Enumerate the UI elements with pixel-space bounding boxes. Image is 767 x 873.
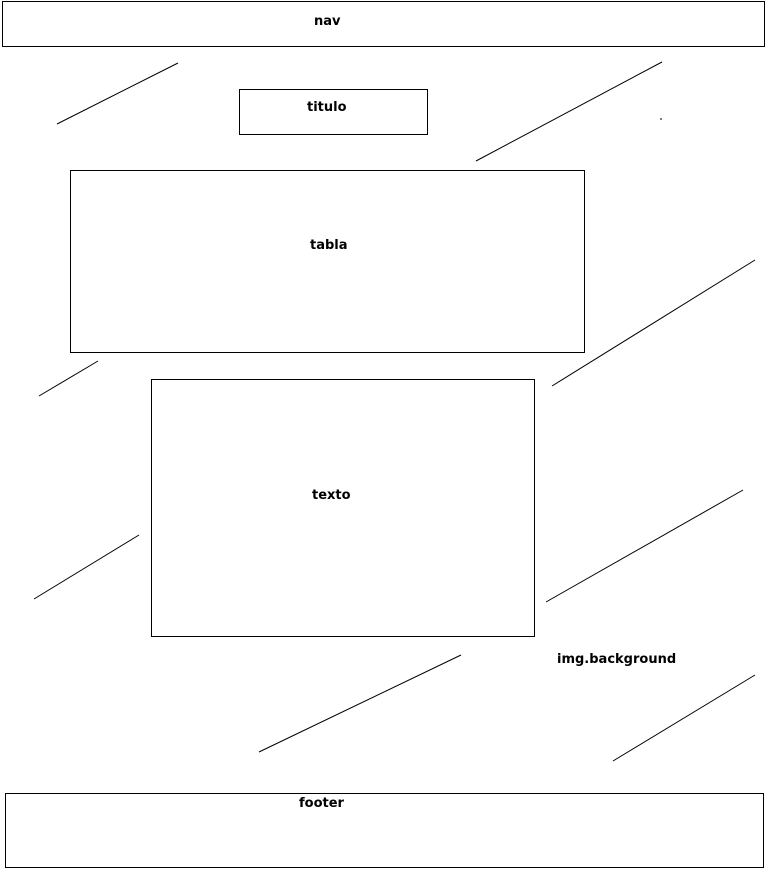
background-stroke bbox=[612, 674, 756, 762]
background-stroke bbox=[545, 489, 744, 603]
tabla-label: tabla bbox=[310, 238, 348, 253]
tabla-block bbox=[70, 170, 585, 353]
background-stroke bbox=[38, 360, 99, 397]
titulo-label: titulo bbox=[307, 100, 347, 115]
background-stroke bbox=[56, 62, 179, 125]
titulo-block bbox=[239, 89, 428, 135]
nav-label: nav bbox=[314, 14, 341, 29]
footer-label: footer bbox=[299, 796, 344, 811]
footer-block bbox=[5, 793, 764, 868]
background-label: img.background bbox=[557, 652, 677, 667]
texto-block bbox=[151, 379, 535, 637]
background-stroke bbox=[551, 259, 756, 387]
background-stroke bbox=[258, 654, 462, 753]
background-stroke bbox=[475, 61, 663, 162]
nav-block bbox=[2, 1, 765, 47]
background-stroke bbox=[33, 534, 140, 600]
texto-label: texto bbox=[312, 488, 351, 503]
